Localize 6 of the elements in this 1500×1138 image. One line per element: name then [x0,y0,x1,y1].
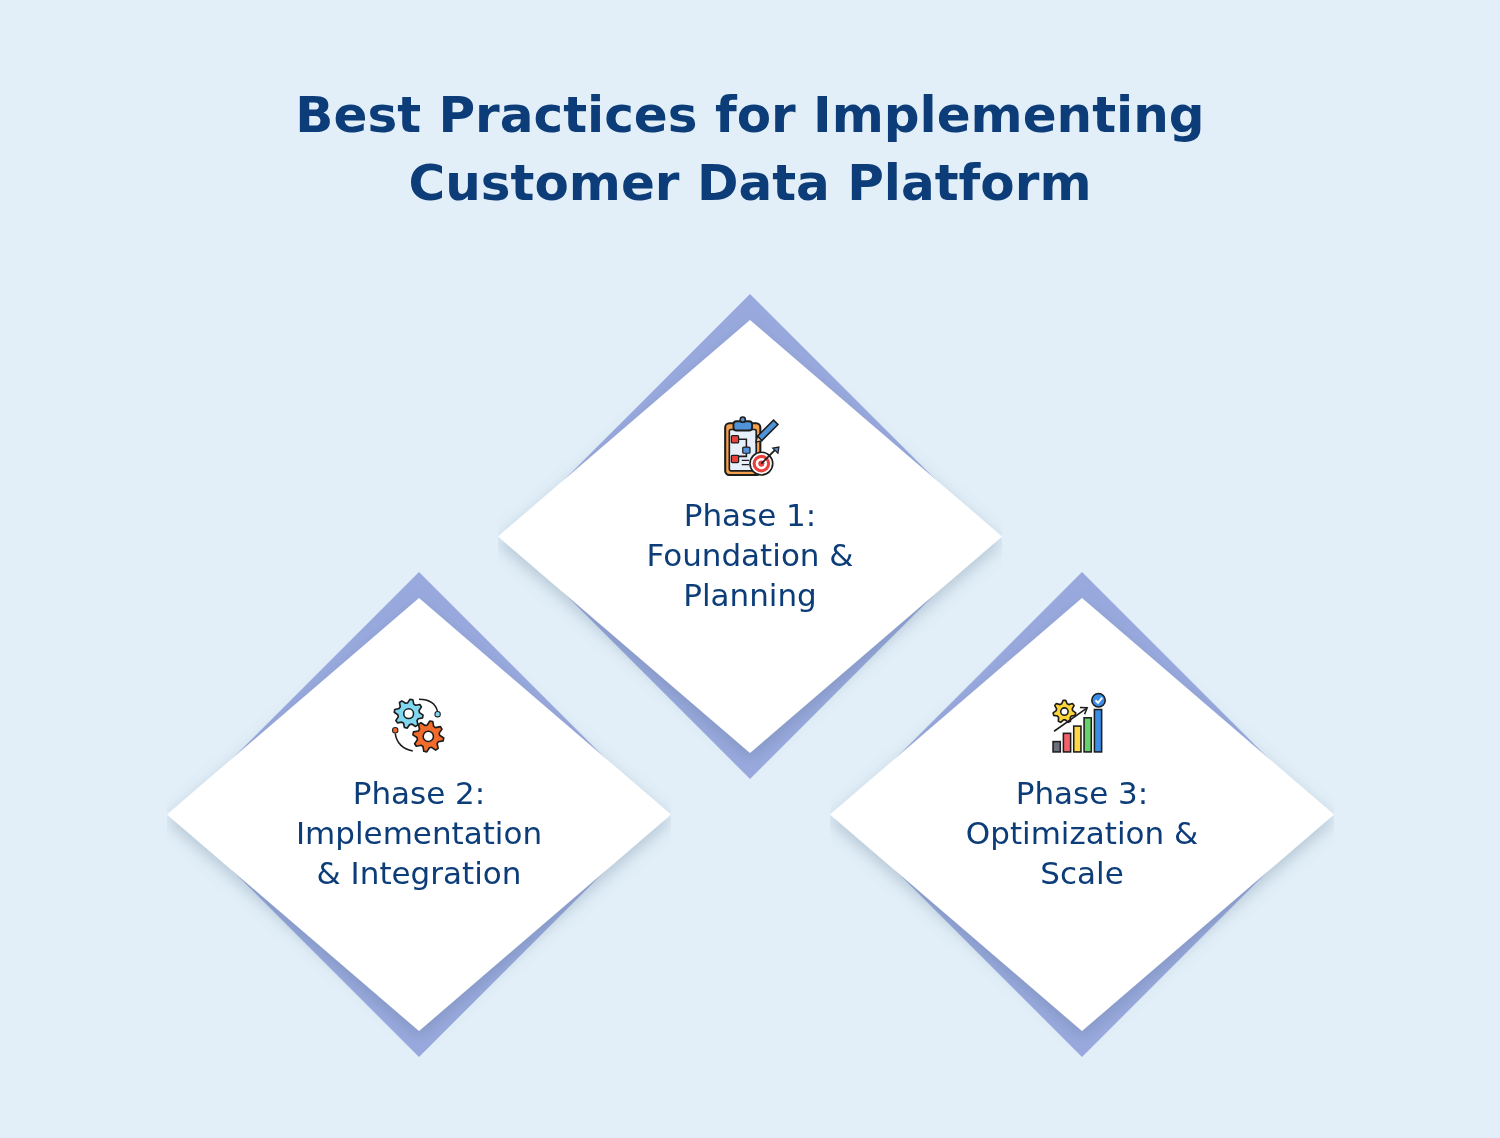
title: Best Practices for Implementing Customer Data Platform [294,85,1206,214]
diamond-card [830,572,1334,1057]
diamond-card [167,572,671,1057]
phase-label: Phase 3: Optimization & Scale [964,774,1200,893]
phase-label: Phase 2: Implementation & Integration [294,774,544,893]
phase-label: Phase 1: Foundation & Planning [645,496,855,615]
